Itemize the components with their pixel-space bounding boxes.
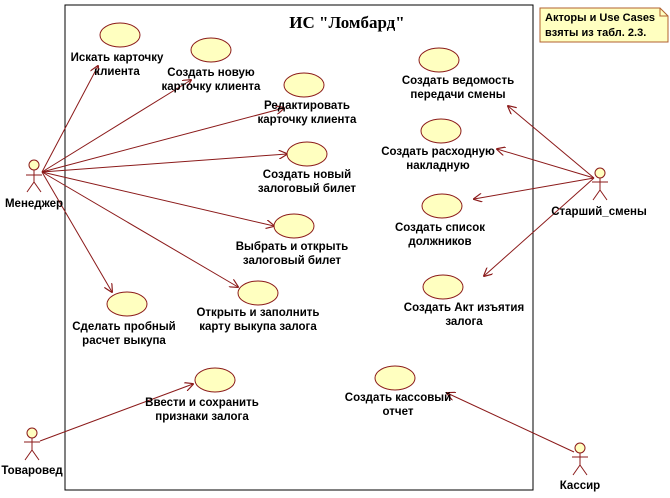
- note-line-1: Акторы и Use Cases: [545, 12, 655, 24]
- assoc-manager-uc7: [41, 171, 238, 287]
- system-title: ИС "Ломбард": [289, 13, 404, 32]
- uc10-ellipse[interactable]: [421, 193, 463, 219]
- assoc-manager-uc4: [41, 154, 287, 173]
- assoc-manager-uc6: [41, 171, 112, 292]
- actor-shift-label: Старший_смены: [551, 206, 647, 218]
- actor-shift-head: [594, 167, 606, 179]
- actor-shift[interactable]: [592, 167, 608, 201]
- assoc-manager-uc2: [41, 80, 191, 173]
- actor-merch-label: Товаровед: [1, 465, 63, 477]
- actor-manager-label: Менеджер: [5, 198, 63, 210]
- actor-merch-head: [26, 427, 38, 439]
- assoc-manager-uc5: [41, 171, 274, 226]
- actor-cashier-head: [574, 442, 586, 454]
- uc7-ellipse[interactable]: [237, 280, 279, 306]
- uc1-ellipse[interactable]: [99, 22, 141, 48]
- actor-manager-head: [28, 159, 40, 171]
- assoc-merch-uc12: [39, 384, 193, 442]
- associations: [39, 66, 595, 453]
- assoc-shift-uc8: [508, 106, 595, 179]
- assoc-shift-uc11: [484, 177, 595, 276]
- actor-cashier-label: Кассир: [560, 480, 600, 492]
- assoc-manager-uc3: [41, 108, 284, 173]
- assoc-shift-uc10: [474, 177, 595, 199]
- assoc-manager-uc1: [41, 66, 98, 173]
- uc5-ellipse[interactable]: [273, 213, 315, 239]
- uc9-ellipse[interactable]: [420, 118, 462, 144]
- uc6-ellipse[interactable]: [106, 291, 148, 317]
- uc4-ellipse[interactable]: [286, 141, 328, 167]
- uc8-ellipse[interactable]: [418, 47, 460, 73]
- uc3-ellipse[interactable]: [283, 72, 325, 98]
- assoc-cashier-uc13: [447, 393, 575, 453]
- assoc-shift-uc9: [497, 149, 595, 179]
- actor-manager[interactable]: [26, 159, 42, 193]
- uc12-ellipse[interactable]: [194, 367, 236, 393]
- uc13-ellipse[interactable]: [374, 365, 416, 391]
- note-line-2: взяты из табл. 2.3.: [545, 27, 646, 39]
- uc11-ellipse[interactable]: [422, 274, 464, 300]
- system-boundary: [64, 4, 534, 491]
- actor-merch[interactable]: [24, 427, 40, 461]
- uc2-ellipse[interactable]: [190, 37, 232, 63]
- actor-cashier[interactable]: [572, 442, 588, 476]
- use-case-ellipses: [99, 22, 464, 393]
- note: Акторы и Use Cases взяты из табл. 2.3.: [539, 7, 669, 43]
